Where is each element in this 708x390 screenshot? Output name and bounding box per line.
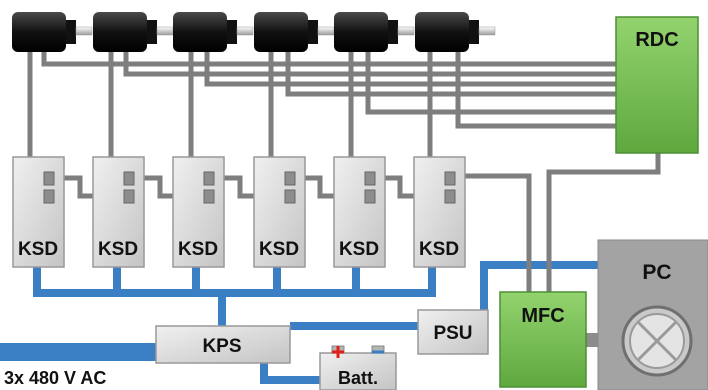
- ksd-drive-5: KSD: [333, 156, 386, 268]
- battery-icon: Batt.: [319, 345, 397, 390]
- psu-to-pc: [480, 261, 600, 312]
- motor-6-rdc-cable: [455, 50, 620, 129]
- ksd-to-mfc: [452, 173, 532, 292]
- ksd-drive-2: KSD: [92, 156, 145, 268]
- motor-4-rdc-cable: [285, 50, 620, 97]
- ksd-power-bus: [33, 265, 436, 297]
- motor-1: [12, 12, 93, 52]
- kps-label: KPS: [202, 336, 241, 357]
- ksd-drive-4: KSD: [253, 156, 306, 268]
- servo-motor-icon: [415, 12, 469, 52]
- motor-1-rdc-cable: [41, 50, 620, 67]
- motor-5-rdc-cable: [365, 50, 620, 115]
- psu-label: PSU: [433, 323, 472, 344]
- servo-motor-icon: [254, 12, 308, 52]
- mfc-label: MFC: [521, 305, 564, 327]
- power-cables: [33, 261, 600, 384]
- ksd-drive-1: KSD: [12, 156, 65, 268]
- kps-to-battery: [260, 362, 320, 384]
- rdc-module: RDC: [615, 16, 699, 154]
- motor-5: [334, 12, 415, 52]
- motor-3-rdc-cable: [204, 50, 620, 87]
- kps-module: KPS: [155, 325, 291, 364]
- ksd-drive-3: KSD: [172, 156, 225, 268]
- motor-3: [173, 12, 254, 52]
- pc-unit: PC: [597, 239, 708, 390]
- rdc-label: RDC: [635, 29, 678, 51]
- supply-label: 3x 480 V AC: [4, 368, 106, 388]
- pc-label: PC: [642, 261, 671, 284]
- ksd-drives: KSD KSD KSD KSD KSD: [12, 156, 466, 268]
- mfc-module: MFC: [499, 291, 587, 388]
- rdc-to-mfc: [546, 152, 661, 292]
- psu-module: PSU: [417, 309, 489, 355]
- ksd-label: KSD: [419, 239, 459, 260]
- ksd-label: KSD: [98, 239, 138, 260]
- ksd-label: KSD: [18, 239, 58, 260]
- servo-motor-icon: [93, 12, 147, 52]
- servo-motor-icon: [12, 12, 66, 52]
- ksd-label: KSD: [259, 239, 299, 260]
- motor-6: [415, 12, 496, 52]
- ksd-label: KSD: [339, 239, 379, 260]
- motors: [12, 12, 496, 52]
- battery-label: Batt.: [338, 368, 378, 388]
- ksd-drive-6: KSD: [413, 156, 466, 268]
- disk-drive-icon: [621, 305, 693, 377]
- battery-plus-icon: [332, 346, 344, 358]
- motor-2: [93, 12, 174, 52]
- motor-4: [254, 12, 335, 52]
- servo-motor-icon: [334, 12, 388, 52]
- ksd-label: KSD: [178, 239, 218, 260]
- motor-2-rdc-cable: [123, 50, 620, 77]
- servo-motor-icon: [173, 12, 227, 52]
